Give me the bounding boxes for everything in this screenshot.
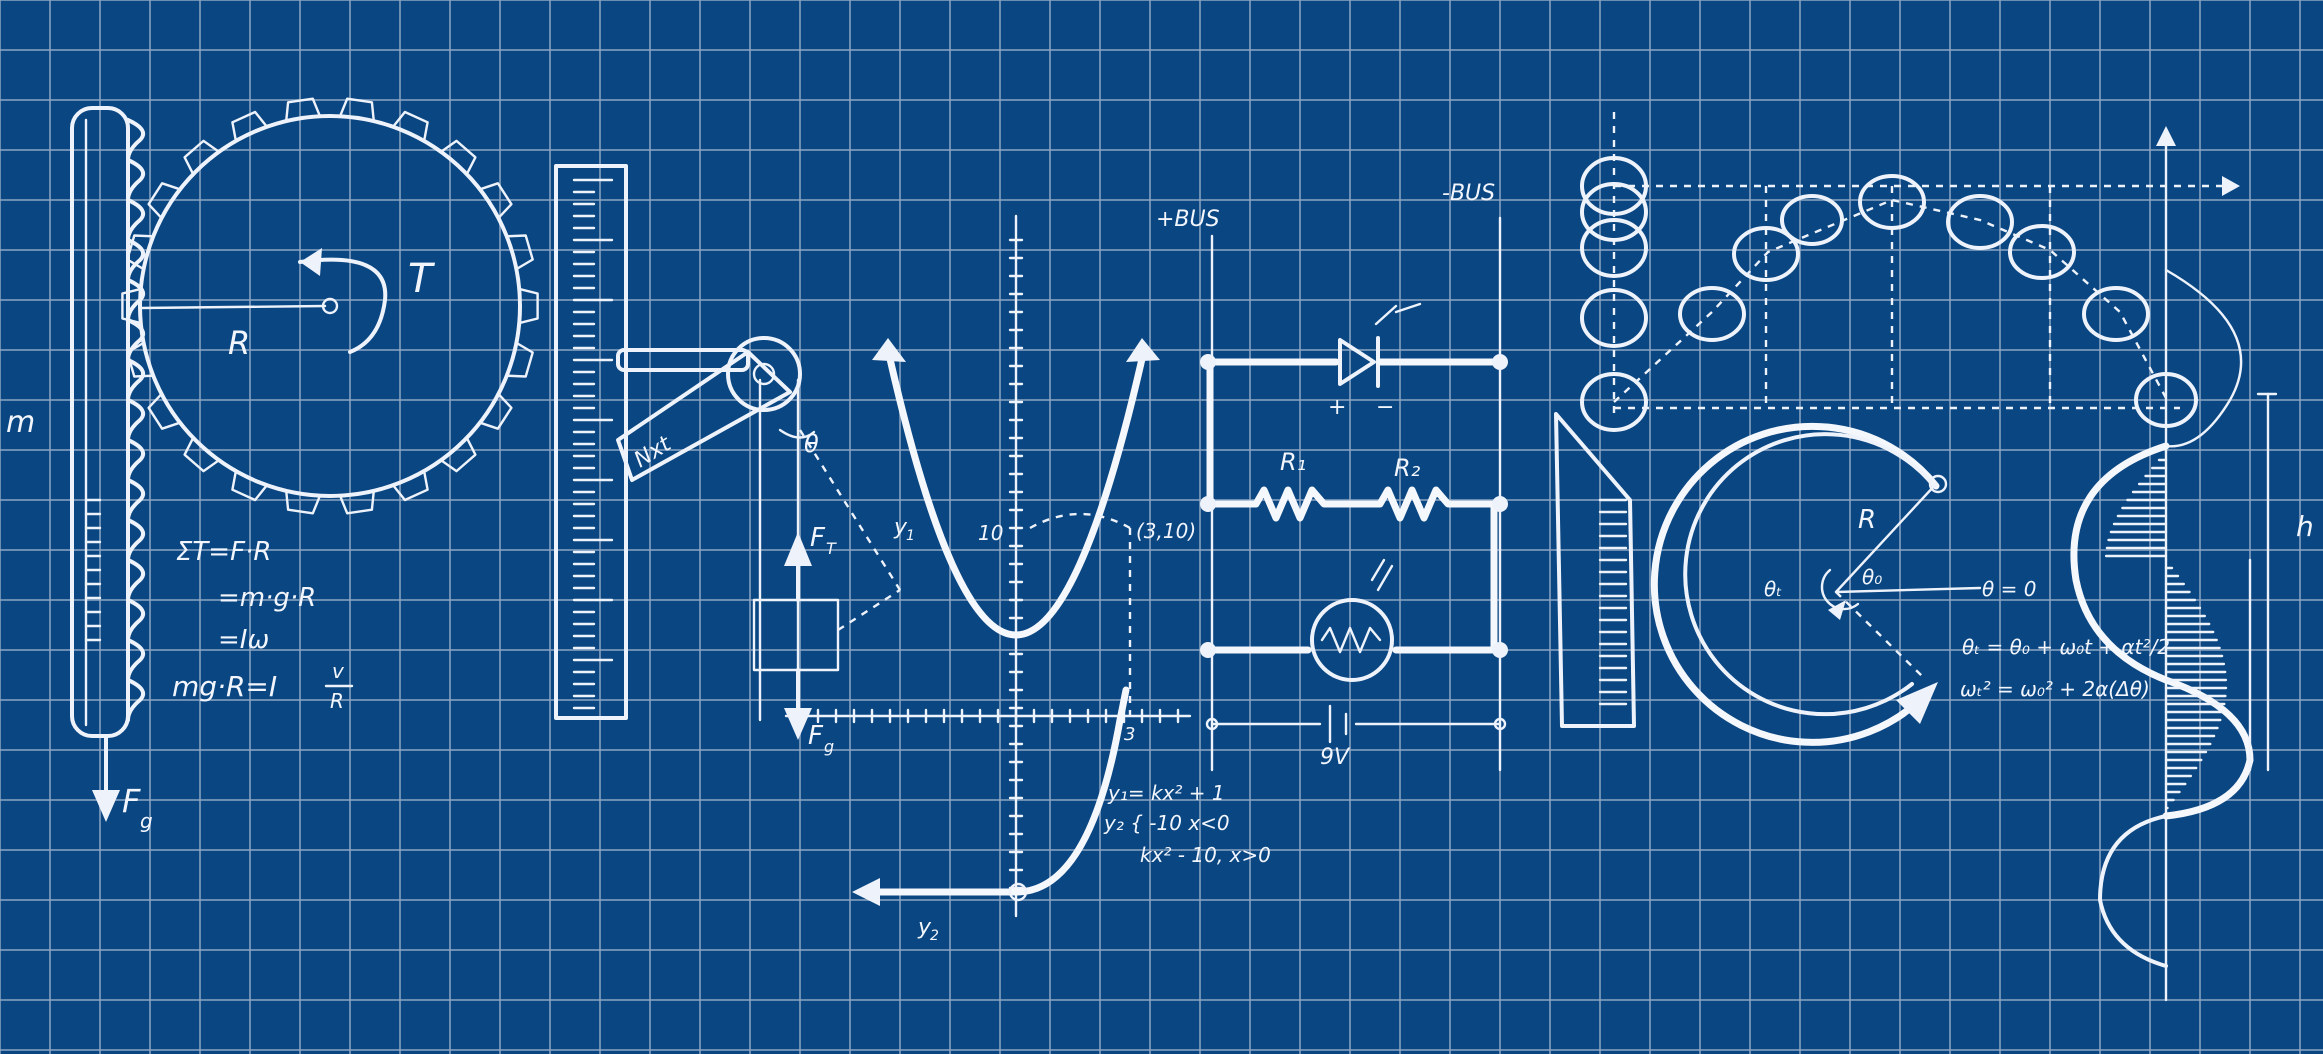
theta-t-label: θₜ — [1764, 577, 1782, 601]
torque-equation-4-den: R — [330, 689, 344, 713]
vertical-ruler — [554, 164, 628, 720]
theta-zero-label: θ = 0 — [1982, 577, 2036, 601]
letter-c-rotation: R θ₀ θₜ θ = 0 θₜ = θ₀ + ω₀t + αt²/2 ωₜ² … — [1650, 422, 2170, 746]
omega-equation: ωₜ² = ω₀² + 2α(Δθ) — [1960, 677, 2150, 701]
plus-bus-label: +BUS — [1156, 207, 1220, 232]
c-radius-line — [1834, 482, 1938, 594]
gear-tooth — [439, 139, 477, 176]
gravity-force-sub: g — [140, 809, 153, 833]
wave-hatching — [2104, 450, 2228, 810]
gear-tooth — [505, 341, 534, 378]
minus-bus-label: -BUS — [1442, 181, 1495, 206]
equation-y2-b: kx² - 10, x>0 — [1140, 843, 1271, 867]
torque-equation-4-num: v — [332, 659, 345, 683]
torque-equation-2: =m·g·R — [218, 583, 316, 613]
pulley-arm — [616, 348, 750, 372]
letter-s-wave: h — [2070, 126, 2314, 1002]
gear-tooth — [391, 110, 429, 143]
torque-equation-4: mg·R=I — [172, 670, 277, 703]
gear-wheel — [138, 114, 522, 498]
gear-radius-line — [138, 304, 327, 310]
c-arrowhead — [1896, 682, 1938, 724]
gear-tooth — [338, 97, 375, 123]
diode-plus: + — [1328, 395, 1346, 420]
equation-y1: y₁= kx² + 1 — [1107, 781, 1225, 805]
tension-sub: T — [826, 539, 837, 558]
pulley-wheel — [726, 336, 802, 412]
ruler-ticks — [572, 178, 614, 710]
gear-tooth — [147, 392, 182, 430]
theta-equation: θₜ = θ₀ + ω₀t + αt²/2 — [1962, 635, 2170, 659]
gear-tooth — [147, 182, 182, 220]
pulley-theta-label: θ — [804, 430, 819, 458]
mass-label: m — [6, 405, 35, 440]
tick-10-label: 10 — [978, 521, 1003, 545]
tick-3-label: 3 — [1124, 724, 1135, 745]
gear-tooth — [518, 287, 539, 325]
resistor-row — [1202, 486, 1504, 522]
equation-y2-a: y₂ { -10 x<0 — [1103, 811, 1230, 835]
curve-y2 — [874, 686, 1130, 896]
rack-teeth — [126, 118, 145, 722]
diode — [1338, 336, 1380, 388]
letter-i-rings-and-ruler — [1554, 112, 1648, 728]
c-arc — [1650, 422, 1940, 746]
gear-tooth — [391, 469, 429, 502]
gear-tooth — [285, 489, 322, 515]
gear-tooth — [183, 139, 221, 176]
diode-minus: − — [1376, 395, 1394, 420]
resistor-1-label: R₁ — [1280, 448, 1306, 476]
gear-tooth — [231, 110, 269, 143]
c-radius-label: R — [1858, 505, 1876, 535]
graph-axis-ticks — [798, 238, 1180, 890]
letter-p-gear-and-rack: m R T F g ΣT=F·R =m·g·R =Iω mg·R=I v R — [6, 97, 539, 833]
torque-label: T — [408, 256, 436, 302]
letter-y-graph: y 1 10 (3,10) 3 y 2 y₁= kx² + 1 y₂ { -10… — [784, 214, 1271, 944]
gear-tooth — [439, 436, 477, 473]
hanging-mass — [752, 598, 840, 672]
torque-equation-1: ΣT=F·R — [176, 537, 271, 567]
gear-tooth — [121, 287, 142, 325]
gear-tooth — [505, 234, 534, 271]
photo-resistor — [1310, 598, 1394, 682]
parabola-y1 — [884, 346, 1148, 639]
y1-label: y — [893, 515, 908, 540]
torque-arc-arrow — [298, 257, 388, 354]
gear-teeth — [121, 97, 539, 515]
gear-tooth — [478, 392, 513, 430]
y2-label: y — [917, 915, 932, 940]
gravity-force-label: F — [122, 782, 141, 820]
height-label: h — [2296, 510, 2314, 543]
gear-tooth — [126, 341, 155, 378]
letter-h-ruler-and-pulley: Nxt θ F T F g — [554, 164, 902, 756]
gear-tooth — [285, 97, 322, 123]
battery-label: 9V — [1320, 745, 1351, 770]
gear-tooth — [126, 234, 155, 271]
point-label: (3,10) — [1136, 519, 1196, 543]
tapered-ruler — [1554, 412, 1636, 728]
letter-s-circuit: +BUS -BUS + − R₁ R₂ 9V — [1156, 181, 1508, 772]
tapered-ruler-ticks — [1598, 498, 1628, 706]
gear-tooth — [231, 469, 269, 502]
theta-0-label: θ₀ — [1862, 565, 1882, 589]
gear-tooth — [338, 489, 375, 515]
rack-bar — [70, 106, 130, 738]
gear-tooth — [183, 436, 221, 473]
wave-s-curve — [2070, 442, 2254, 820]
gear-tooth — [478, 182, 513, 220]
pulley-gravity-sub: g — [824, 737, 834, 756]
y2-sub: 2 — [930, 928, 939, 944]
pulley-gravity-label: F — [808, 721, 824, 751]
gear-radius-label: R — [228, 324, 250, 362]
tension-label: F — [810, 523, 826, 553]
y1-sub: 1 — [906, 528, 915, 544]
slanted-ruler — [616, 350, 792, 482]
rack-ticks — [84, 498, 102, 642]
resistor-2-label: R₂ — [1394, 454, 1421, 482]
torque-equation-3: =Iω — [218, 625, 269, 655]
